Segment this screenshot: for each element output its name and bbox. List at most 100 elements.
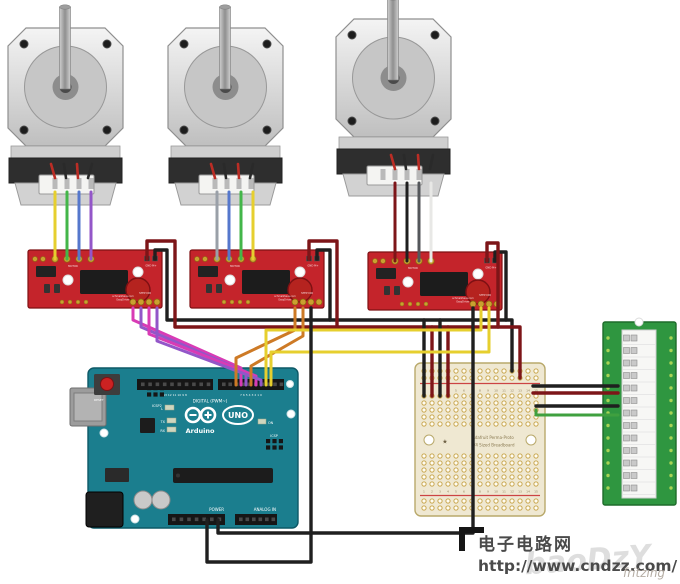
header-pin	[172, 517, 176, 522]
bb-col-label: 8	[479, 389, 481, 393]
bb-hole	[517, 460, 523, 466]
bb-hole	[533, 474, 539, 480]
terminal-pad	[606, 461, 610, 465]
bb-hole	[445, 505, 451, 511]
terminal-pad	[669, 411, 673, 415]
bb-hole	[501, 375, 507, 381]
wire-m3-crimp3	[416, 153, 421, 171]
wire-driver2-vmot-tee	[307, 239, 339, 329]
bb-hole	[517, 407, 523, 413]
bb-col-label: 9	[487, 490, 489, 494]
bb-hole	[501, 467, 507, 473]
wire-driver1-ms2	[155, 306, 263, 387]
bb-hole	[493, 393, 499, 399]
terminal-pad	[669, 348, 673, 353]
bb-col-label: 12	[510, 490, 514, 494]
bb-hole	[437, 474, 443, 480]
bb-hole	[509, 453, 515, 459]
terminal-screw	[630, 434, 638, 442]
bb-col-label: 5	[455, 490, 457, 494]
bb-hole	[461, 467, 467, 473]
digital-pin-numbers-right: 7 6 5 4 3 2 1 0	[240, 393, 262, 397]
header-pin	[252, 517, 256, 522]
bb-hole	[525, 453, 531, 459]
bb-hole	[493, 481, 499, 487]
bb-hole	[477, 393, 483, 399]
wire-driver3-gnd-tee	[493, 250, 508, 322]
bb-hole	[477, 453, 483, 459]
terminal-screw	[623, 359, 630, 367]
bb-hole	[493, 368, 499, 374]
bb-hole	[485, 407, 491, 413]
wire-m1-crimp4	[86, 162, 94, 180]
led-rx	[166, 426, 177, 433]
bb-hole	[429, 400, 435, 406]
header-pin	[241, 382, 245, 387]
bb-col-label: 6	[463, 490, 465, 494]
bb-hole	[461, 375, 467, 381]
header-pin	[258, 517, 263, 522]
bb-brand-line1: Adafruit Perma-Proto	[472, 435, 514, 440]
icsp2-header	[147, 386, 164, 397]
bb-hole	[477, 400, 483, 406]
power-label: POWER	[209, 507, 224, 512]
bb-col-label: 15	[534, 389, 538, 393]
bb-hole	[485, 467, 491, 473]
header-pin	[155, 382, 160, 387]
terminal-screw	[630, 472, 638, 479]
bb-hole	[453, 375, 459, 381]
bb-hole	[429, 505, 435, 511]
bb-hole	[477, 505, 483, 511]
bb-hole	[533, 453, 539, 459]
uno-label: UNO	[228, 411, 248, 420]
bb-hole	[509, 400, 515, 406]
bb-hole	[509, 407, 515, 413]
icsp-header	[266, 439, 283, 450]
header-pin	[265, 517, 269, 522]
header-pin	[177, 382, 182, 387]
bb-hole	[501, 414, 507, 420]
terminal-pad	[669, 436, 673, 440]
terminal-pad	[606, 436, 610, 440]
header-pin	[199, 382, 203, 387]
bb-hole	[453, 414, 459, 420]
bb-mount-hole	[525, 434, 537, 446]
header-pin	[228, 382, 232, 387]
arduino-mount-hole	[286, 409, 296, 419]
bb-hole	[429, 460, 435, 466]
bb-hole	[453, 393, 459, 399]
site-url[interactable]: http://www.cndzz.com/	[478, 557, 678, 575]
bb-hole	[493, 414, 499, 420]
uno-badge	[222, 405, 254, 425]
bb-hole	[429, 474, 435, 480]
terminal-screw	[630, 422, 638, 429]
bb-hole	[517, 414, 523, 420]
main-ic-chip	[173, 468, 273, 483]
wire-m3-crimp1	[389, 153, 397, 171]
bb-col-label: 13	[518, 490, 522, 494]
bb-hole	[517, 393, 523, 399]
bb-hole	[445, 421, 451, 427]
icsp2-pin	[153, 386, 158, 391]
terminal-notch	[634, 317, 644, 327]
bb-hole	[453, 474, 459, 480]
bb-hole	[501, 421, 507, 427]
bb-hole	[453, 407, 459, 413]
icsp-pin	[266, 445, 271, 450]
icsp2-pin	[159, 386, 164, 391]
bb-hole	[477, 481, 483, 487]
terminal-screw	[623, 334, 630, 342]
perma-proto-breadboard: ★ Adafruit Perma-Proto 1/4 Sized Breadbo…	[414, 362, 546, 517]
logo-minus-icon	[189, 414, 197, 416]
bb-hole	[485, 474, 491, 480]
reset-button[interactable]	[100, 377, 114, 391]
terminal-screw	[623, 434, 630, 442]
arduino-logo-icon	[199, 406, 217, 424]
terminal-block	[602, 317, 677, 506]
terminal-screw	[630, 372, 638, 379]
header-pin	[271, 517, 276, 522]
bb-hole	[429, 414, 435, 420]
terminal-screw	[623, 422, 630, 429]
terminal-pad	[669, 448, 673, 453]
